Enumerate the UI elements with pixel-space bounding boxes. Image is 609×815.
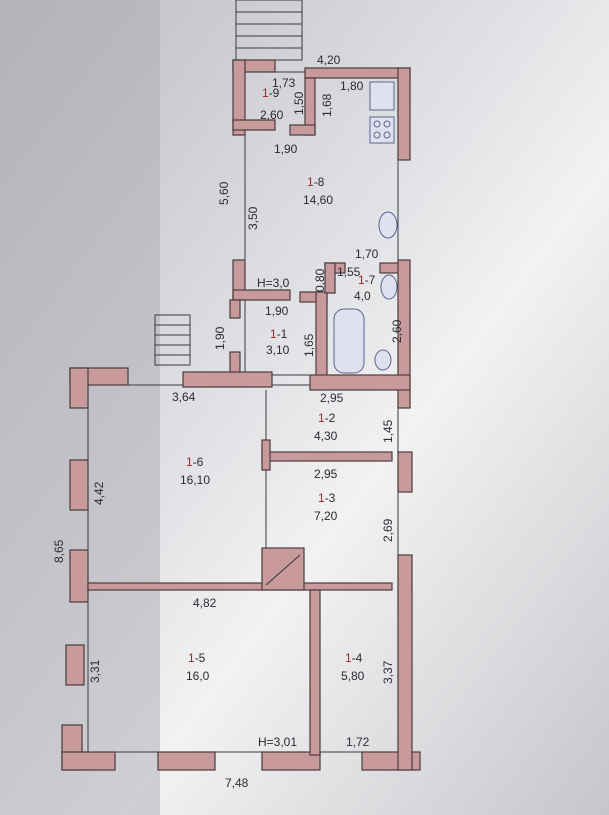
plan-label: 1	[186, 455, 193, 469]
plan-label: 4,82	[193, 596, 217, 610]
plan-label: 1	[270, 327, 277, 341]
plan-label: 4,42	[92, 481, 106, 505]
room-area: 2,60	[260, 108, 284, 122]
room-area: 16,0	[186, 669, 210, 683]
svg-text:1-9: 1-9	[262, 86, 280, 100]
plan-label: 3,31	[88, 659, 102, 683]
svg-text:1-5: 1-5	[188, 651, 206, 665]
plan-label: 2,60	[390, 319, 404, 343]
plan-label: 1,70	[355, 247, 379, 261]
plan-label: 1,68	[320, 93, 334, 117]
svg-text:1-1: 1-1	[270, 327, 288, 341]
ceiling-height: H=3,01	[258, 735, 297, 749]
plan-label: 1	[307, 175, 314, 189]
plan-label: -7	[365, 273, 376, 287]
plan-label: 7,48	[225, 776, 249, 790]
plan-label: 8,65	[52, 539, 66, 563]
fixtures	[333, 81, 398, 374]
plan-label: -3	[325, 491, 336, 505]
plan-label: 1,90	[274, 142, 298, 156]
plan-label: 3,37	[381, 660, 395, 684]
svg-text:1-2: 1-2	[318, 411, 336, 425]
room-area: 5,80	[341, 669, 365, 683]
sink-icon	[369, 81, 395, 111]
plan-label: 5,60	[217, 181, 231, 205]
svg-text:1-8: 1-8	[307, 175, 325, 189]
plan-label: 1,55	[337, 265, 361, 279]
room-area: 3,10	[266, 343, 290, 357]
plan-label: -1	[277, 327, 288, 341]
room-area: 14,60	[303, 193, 333, 207]
plan-label: -2	[325, 411, 336, 425]
walls	[61, 59, 421, 771]
plan-label: 0,80	[313, 268, 327, 292]
plan-label: 1,90	[213, 326, 227, 350]
plan-label: 1,50	[292, 91, 306, 115]
plan-label: -9	[269, 86, 280, 100]
plan-label: 1,90	[265, 304, 289, 318]
room-area: 4,0	[354, 289, 371, 303]
plan-label: -6	[193, 455, 204, 469]
plan-label: 1	[318, 491, 325, 505]
ceiling-height: H=3,0	[257, 276, 290, 290]
washbasin-icon	[380, 274, 398, 300]
dimension-labels: 4,20 1,73 1,80 1,50 1,68 1,90 5,60 3,50 …	[52, 53, 404, 790]
plan-label: 2,69	[381, 518, 395, 542]
plan-label: 1,65	[302, 333, 316, 357]
plan-label: 1,45	[381, 419, 395, 443]
plan-label: 2,95	[320, 391, 344, 405]
plan-label: 4,20	[317, 53, 341, 67]
stove-icon	[369, 116, 395, 144]
svg-text:1-3: 1-3	[318, 491, 336, 505]
room-number: 1	[262, 86, 269, 100]
plan-label: 1	[345, 651, 352, 665]
plan-label: 1	[358, 273, 365, 287]
bathtub-icon	[333, 308, 365, 374]
room-labels: 1-9 2,60 1-8 14,60 1-7 4,0 1-1 3,10 1-2 …	[180, 86, 376, 683]
toilet-icon	[374, 349, 392, 371]
plan-label: 1	[318, 411, 325, 425]
plan-label: 1,73	[272, 76, 296, 90]
svg-text:1-7: 1-7	[358, 273, 376, 287]
side-stairs	[154, 314, 191, 366]
plan-label: 3,64	[172, 390, 196, 404]
room-area: 7,20	[314, 509, 338, 523]
svg-text:1-6: 1-6	[186, 455, 204, 469]
plan-label: 1	[188, 651, 195, 665]
plan-label: -8	[314, 175, 325, 189]
plan-label: 1,72	[346, 735, 370, 749]
plan-label: 2,95	[314, 467, 338, 481]
plan-label: -4	[352, 651, 363, 665]
room-area: 16,10	[180, 473, 210, 487]
washbasin-icon	[378, 211, 398, 239]
svg-text:1-4: 1-4	[345, 651, 363, 665]
plan-label: 1,80	[340, 79, 364, 93]
room-area: 4,30	[314, 429, 338, 443]
plan-label: 3,50	[246, 206, 260, 230]
plan-label: -5	[195, 651, 206, 665]
